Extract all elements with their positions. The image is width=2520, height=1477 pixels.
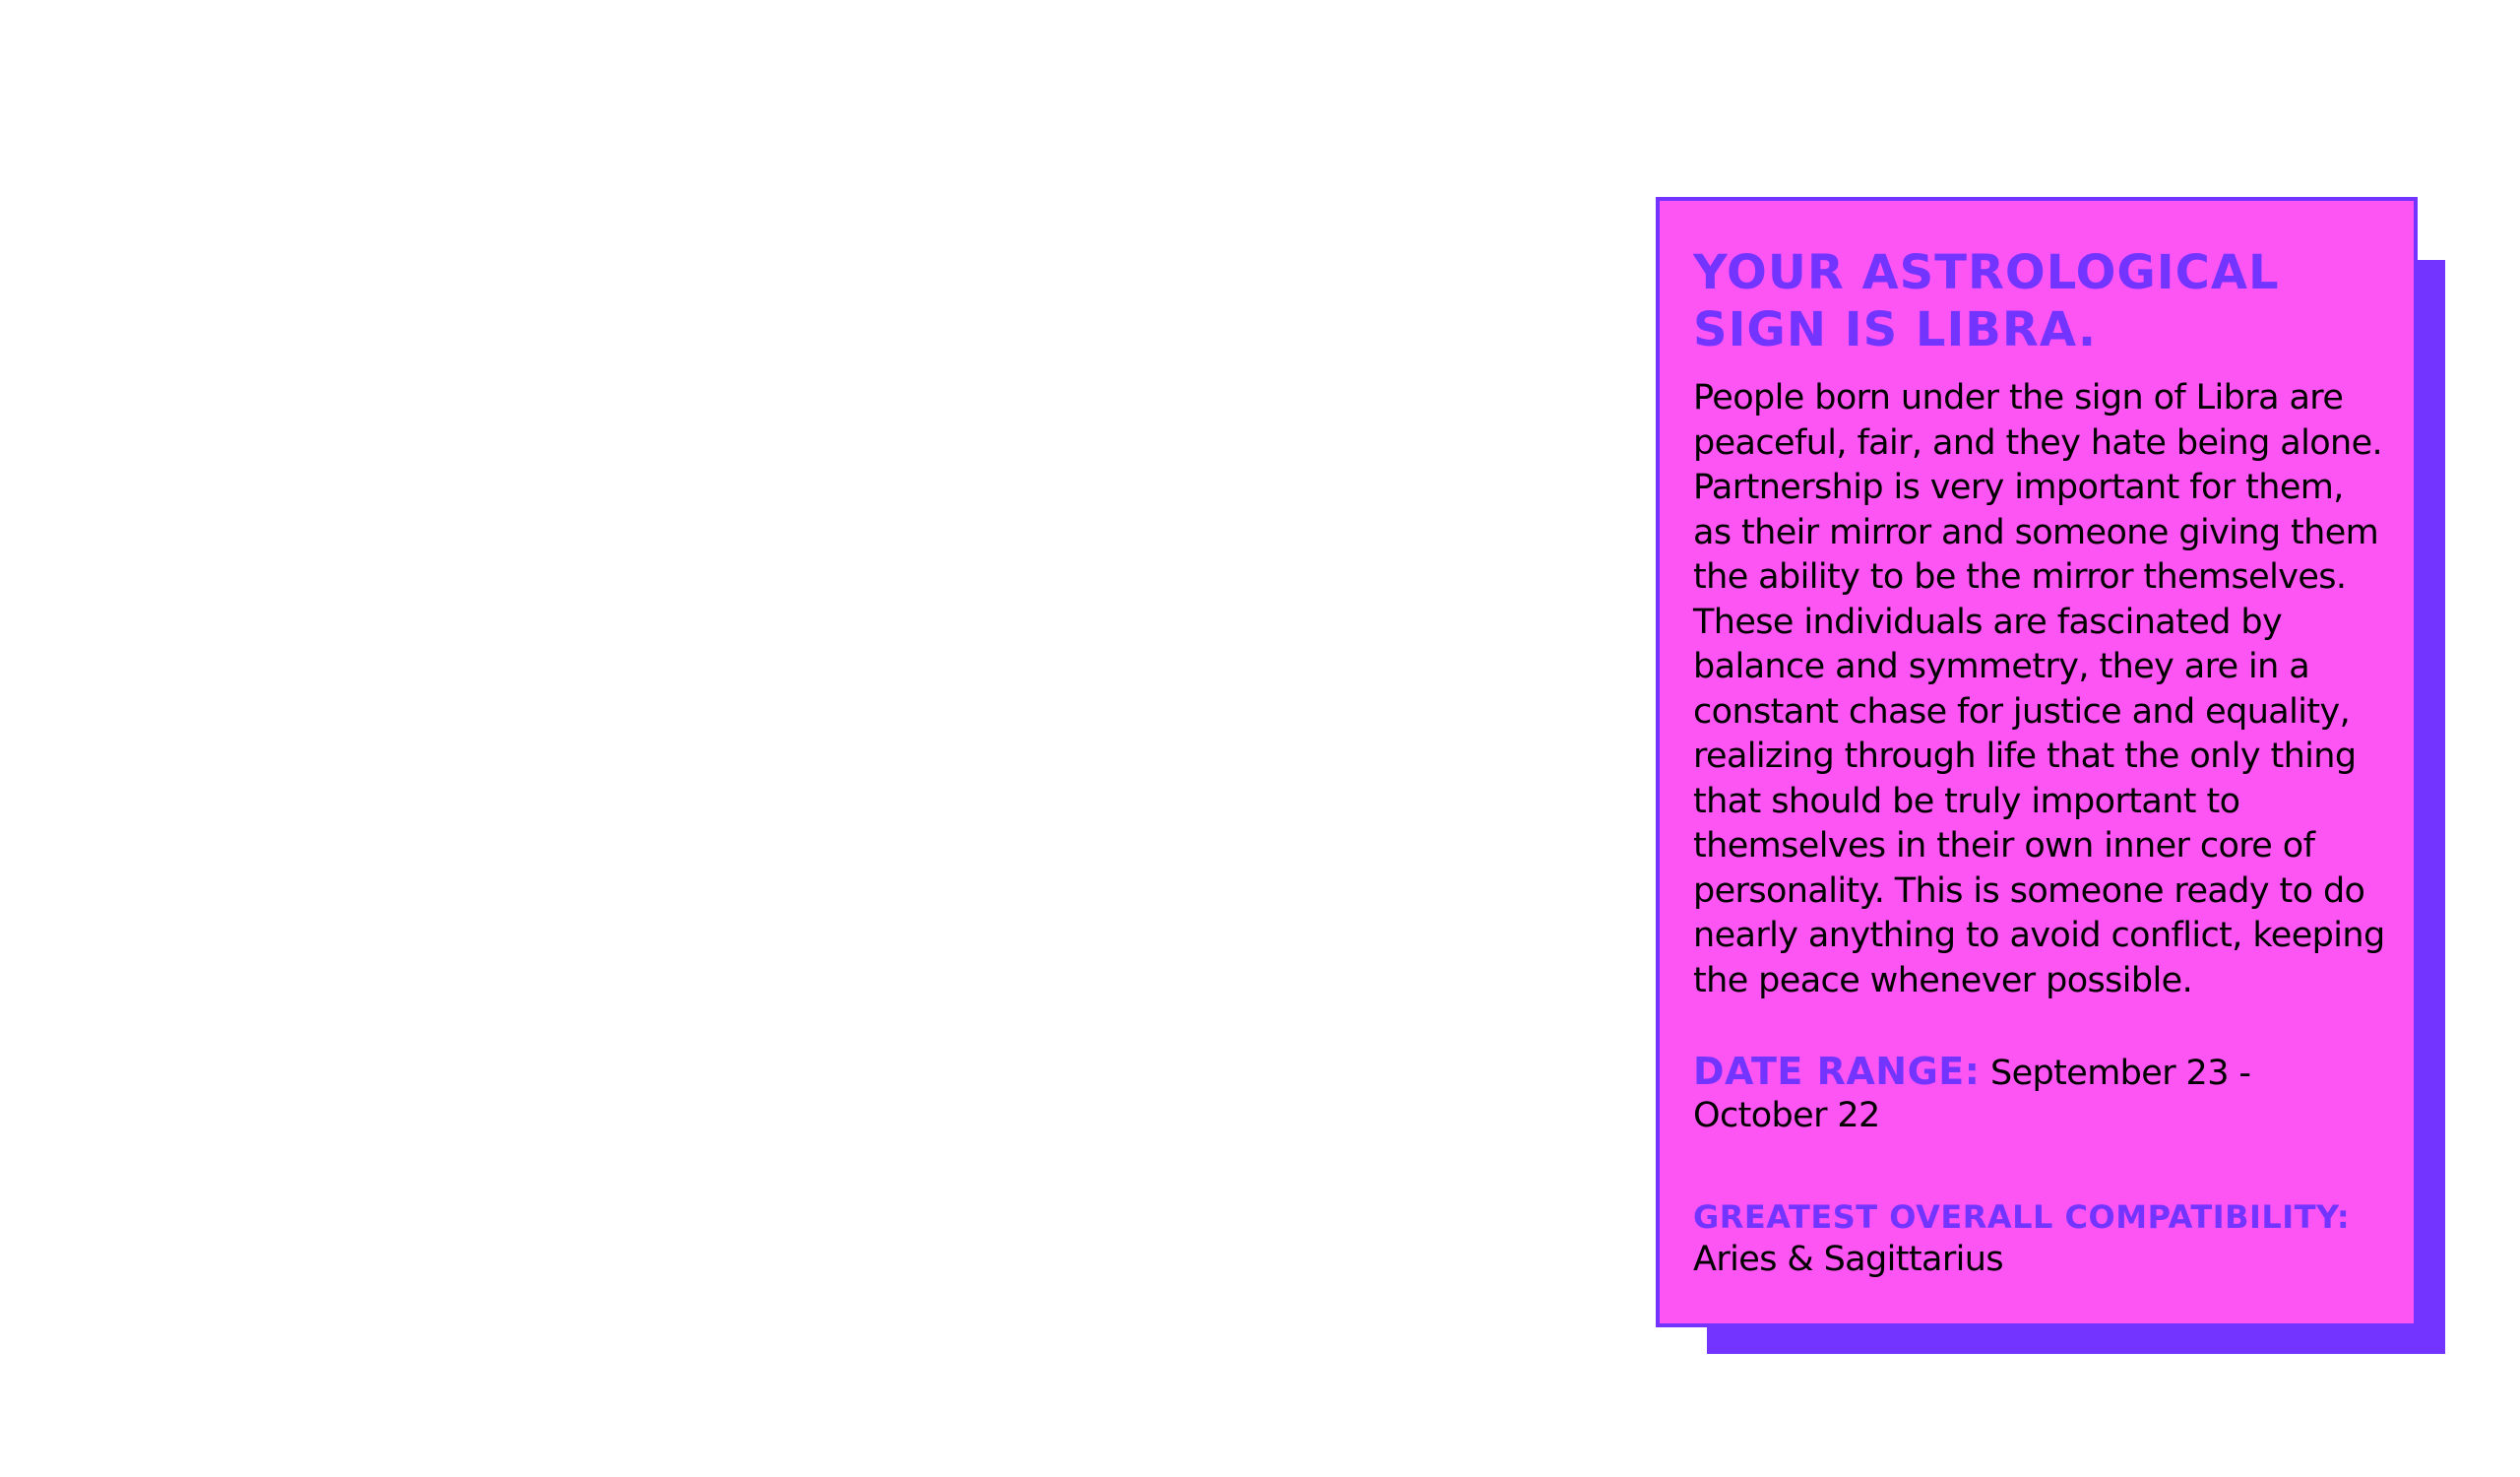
date-range: Date Range: September 23 - October 22 [1693, 1051, 2390, 1137]
sign-description: People born under the sign of Libra are … [1693, 378, 2385, 1000]
compatibility-value: Aries & Sagittarius [1693, 1240, 2004, 1279]
zodiac-result-card: Your astrological sign is Libra. People … [1656, 197, 2418, 1327]
date-range-value: September 23 - October 22 [1693, 1054, 2251, 1135]
result-title: Your astrological sign is Libra. [1693, 245, 2280, 357]
date-range-label: Date Range: [1693, 1050, 1981, 1093]
compatibility-label: Greatest Overall Compatibility: [1693, 1198, 2351, 1236]
compatibility: Greatest Overall Compatibility: Aries & … [1693, 1196, 2390, 1281]
